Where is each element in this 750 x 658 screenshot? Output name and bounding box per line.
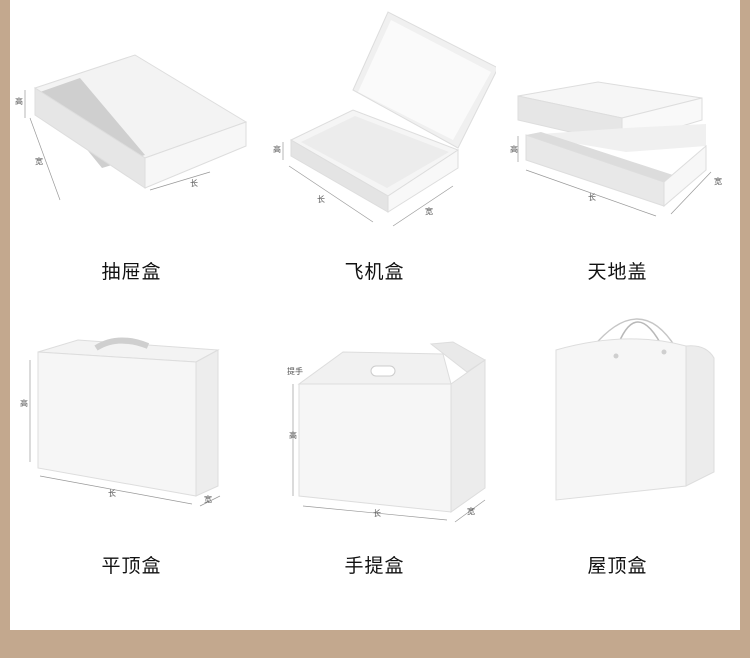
box-card-drawer: 高 宽 长 抽屉盒	[10, 0, 253, 300]
box-name-roof: 屋顶盒	[587, 555, 648, 577]
box-name-flat-top: 平顶盒	[101, 555, 162, 577]
dim-length-label: 长	[373, 508, 381, 518]
box-name-drawer: 抽屉盒	[101, 261, 162, 283]
airplane-box-illustration: 高 长 宽	[273, 11, 496, 227]
dim-handle-label: 提手	[287, 366, 303, 376]
dim-height-label: 高	[289, 430, 297, 440]
lid-base-box-illustration: 高 长 宽	[510, 81, 722, 217]
dim-height-label: 高	[273, 144, 281, 154]
box-card-roof: 屋顶盒	[496, 300, 739, 600]
box-card-airplane: 高 长 宽 飞机盒	[253, 0, 496, 300]
flat-top-box-illustration: 高 长 宽	[20, 337, 221, 507]
dim-length-label: 长	[588, 192, 596, 202]
roof-box-illustration	[555, 318, 715, 501]
dim-width-label: 宽	[204, 494, 212, 504]
box-card-lid-base: 高 长 宽 天地盖	[496, 0, 739, 300]
dim-length-label: 长	[190, 178, 198, 188]
box-card-handle: 提手 高 长 宽 手提盒	[253, 300, 496, 600]
dim-length-label: 长	[317, 194, 325, 204]
dim-height-label: 高	[20, 398, 28, 408]
handle-box-illustration: 提手 高 长 宽	[287, 341, 486, 523]
dim-width-label: 宽	[714, 176, 722, 186]
box-card-flat-top: 高 长 宽 平顶盒	[10, 300, 253, 600]
dim-height-label: 高	[15, 96, 23, 106]
box-name-airplane: 飞机盒	[344, 261, 405, 283]
box-name-lid-base: 天地盖	[587, 261, 648, 283]
product-panel: 高 宽 长 抽屉盒 高 长 宽 飞机盒	[10, 0, 740, 630]
box-name-handle: 手提盒	[344, 555, 405, 577]
dim-length-label: 长	[108, 488, 116, 498]
dim-width-label: 宽	[35, 156, 43, 166]
dim-width-label: 宽	[467, 506, 475, 516]
dim-width-label: 宽	[425, 206, 433, 216]
drawer-box-illustration: 高 宽 长	[15, 54, 248, 201]
dim-height-label: 高	[510, 144, 518, 154]
